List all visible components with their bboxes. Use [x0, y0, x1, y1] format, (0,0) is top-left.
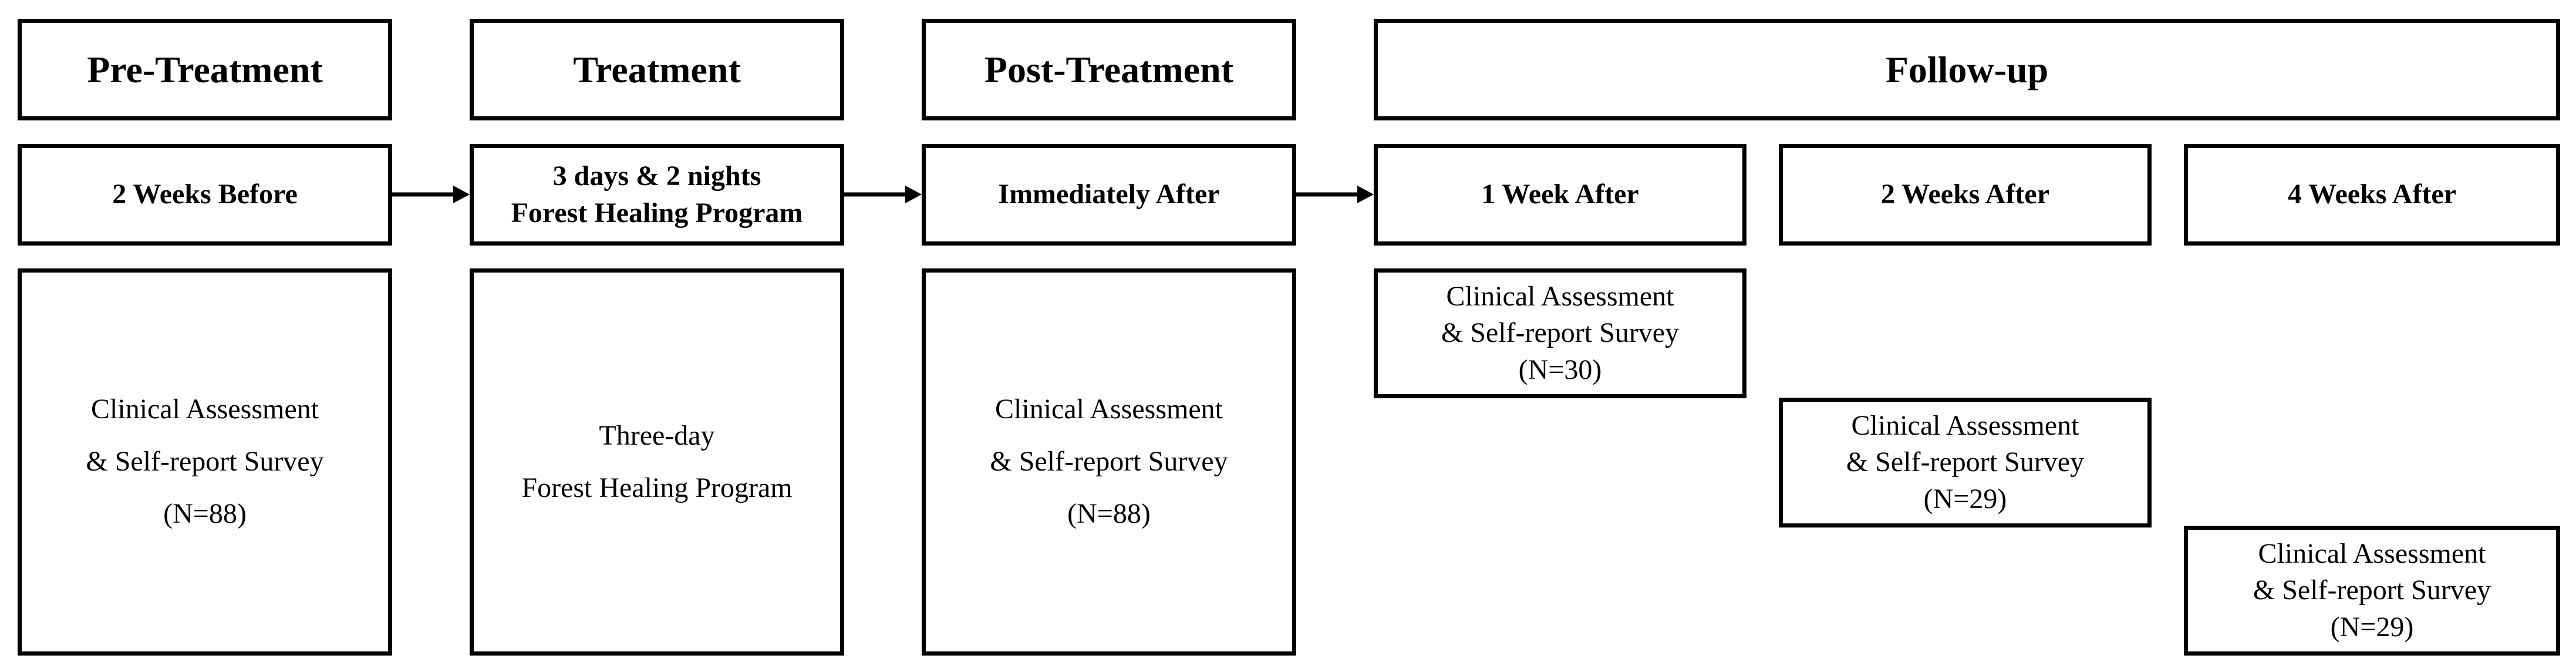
content-4-weeks-after: Clinical Assessment & Self-report Survey… — [2184, 526, 2560, 656]
phase-header-follow-up: Follow-up — [1374, 19, 2560, 120]
content-pre-treatment-sample-size: (N=88) — [163, 498, 247, 529]
content-2-weeks-after-line-1: Clinical Assessment — [1851, 409, 2079, 441]
content-4-weeks-after-sample-size: (N=29) — [2330, 611, 2414, 643]
content-post-treatment: Clinical Assessment & Self-report Survey… — [922, 268, 1296, 656]
timepoint-treatment-line-2: Forest Healing Program — [511, 197, 803, 229]
content-2-weeks-after-sample-size: (N=29) — [1923, 483, 2007, 515]
timepoint-1-week-after-line-1: 1 Week After — [1481, 179, 1639, 210]
content-post-treatment-line-2: & Self-report Survey — [990, 446, 1228, 478]
timepoint-pre-treatment: 2 Weeks Before — [18, 144, 392, 246]
phase-header-post-treatment-label: Post-Treatment — [984, 48, 1234, 90]
phase-header-post-treatment: Post-Treatment — [922, 19, 1296, 120]
content-1-week-after-line-1: Clinical Assessment — [1446, 280, 1674, 312]
timepoint-4-weeks-after-line-1: 4 Weeks After — [2287, 179, 2457, 210]
content-treatment-line-1: Three-day — [599, 419, 715, 451]
timepoint-2-weeks-after-line-1: 2 Weeks After — [1880, 179, 2050, 210]
content-pre-treatment: Clinical Assessment & Self-report Survey… — [18, 268, 392, 656]
content-4-weeks-after-line-2: & Self-report Survey — [2253, 574, 2491, 606]
content-treatment: Three-day Forest Healing Program — [470, 268, 844, 656]
timepoint-post-treatment: Immediately After — [922, 144, 1296, 246]
timepoint-pre-treatment-line-1: 2 Weeks Before — [112, 179, 298, 210]
phase-header-pre-treatment-label: Pre-Treatment — [87, 48, 323, 90]
timepoint-4-weeks-after: 4 Weeks After — [2184, 144, 2560, 246]
phase-header-treatment-label: Treatment — [573, 48, 741, 90]
phase-header-follow-up-label: Follow-up — [1885, 48, 2049, 90]
content-post-treatment-line-1: Clinical Assessment — [995, 394, 1223, 425]
phase-header-pre-treatment: Pre-Treatment — [18, 19, 392, 120]
content-treatment-line-2: Forest Healing Program — [521, 472, 793, 503]
phase-header-treatment: Treatment — [470, 19, 844, 120]
content-1-week-after-sample-size: (N=30) — [1518, 354, 1602, 385]
content-pre-treatment-line-2: & Self-report Survey — [86, 446, 324, 478]
arrow-post-to-follow-up — [1296, 186, 1374, 203]
content-2-weeks-after: Clinical Assessment & Self-report Survey… — [1779, 398, 2152, 527]
content-4-weeks-after-line-1: Clinical Assessment — [2258, 537, 2486, 569]
arrow-pre-to-treatment — [392, 186, 470, 203]
content-1-week-after: Clinical Assessment & Self-report Survey… — [1374, 268, 1746, 398]
content-1-week-after-line-2: & Self-report Survey — [1441, 317, 1680, 349]
timepoint-treatment: 3 days & 2 nights Forest Healing Program — [470, 144, 844, 246]
arrow-treatment-to-post — [844, 186, 922, 203]
timepoint-2-weeks-after: 2 Weeks After — [1779, 144, 2152, 246]
timepoint-1-week-after: 1 Week After — [1374, 144, 1746, 246]
content-pre-treatment-line-1: Clinical Assessment — [91, 394, 319, 425]
timepoint-post-treatment-line-1: Immediately After — [998, 179, 1220, 210]
timepoint-treatment-line-1: 3 days & 2 nights — [552, 160, 761, 192]
content-2-weeks-after-line-2: & Self-report Survey — [1846, 446, 2085, 478]
content-post-treatment-sample-size: (N=88) — [1067, 498, 1151, 529]
